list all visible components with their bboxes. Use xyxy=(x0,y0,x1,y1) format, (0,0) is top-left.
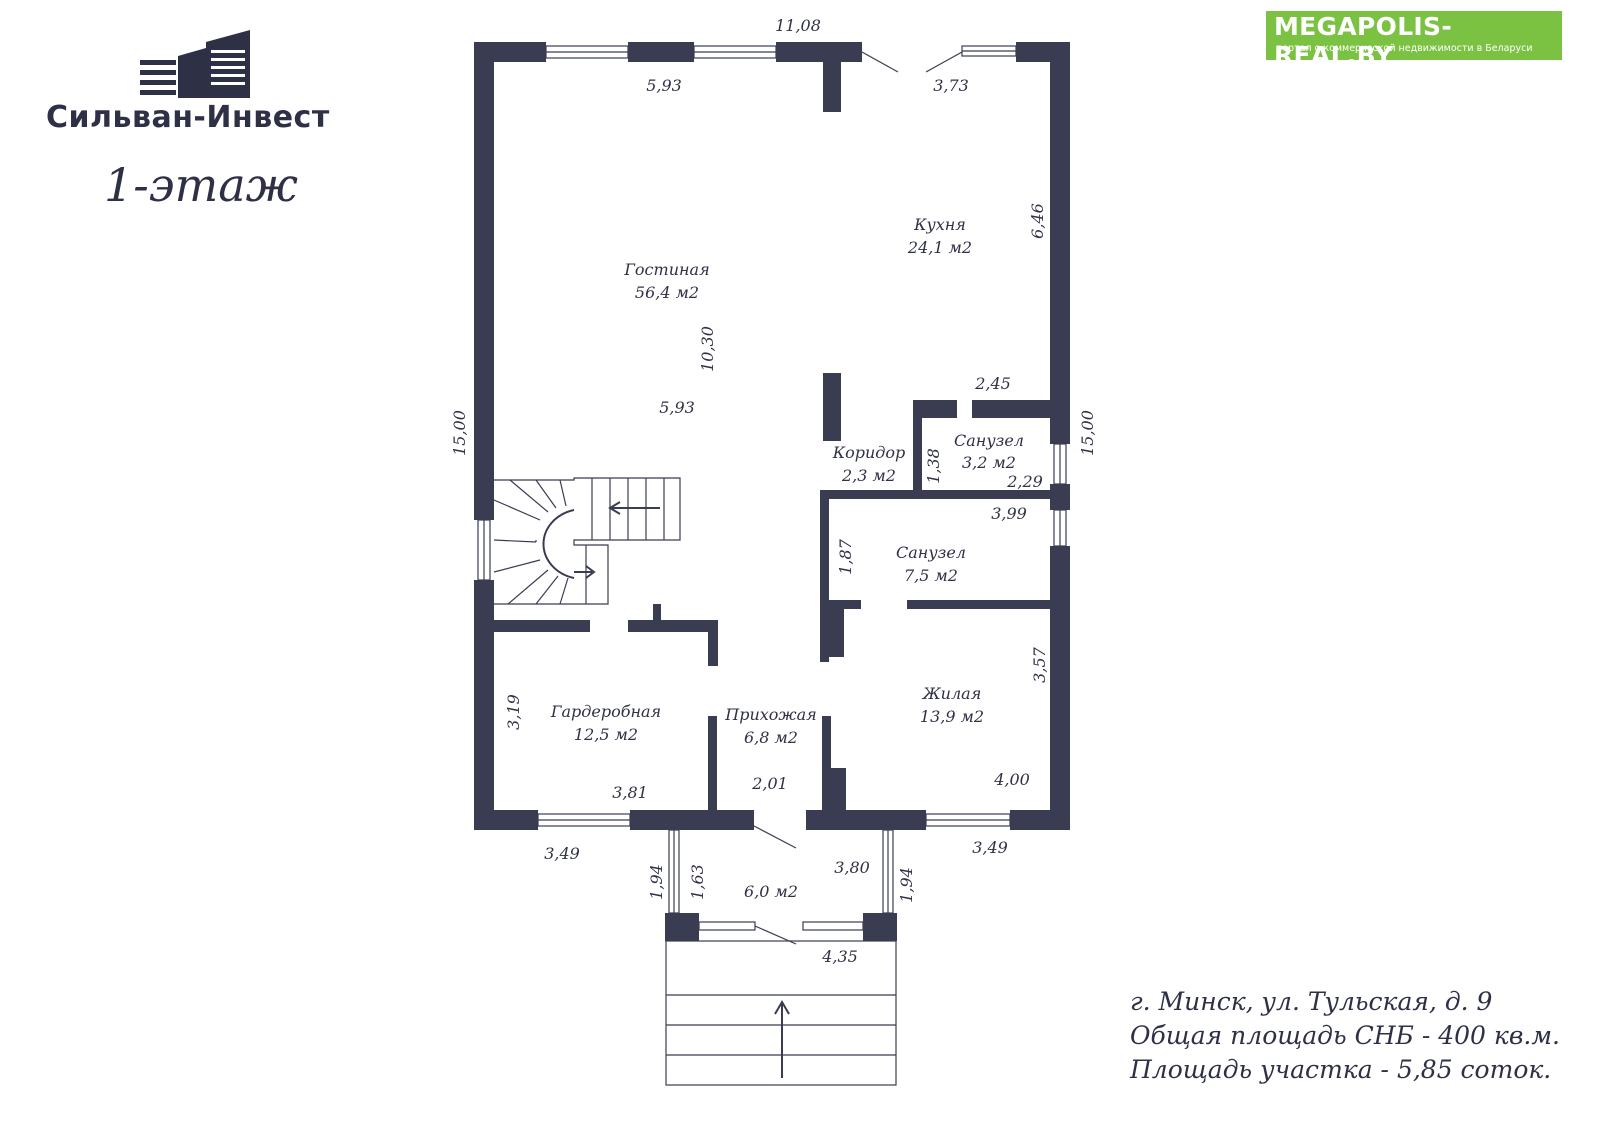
door-entrance-leaf xyxy=(753,825,797,849)
dimension-label: 1,87 xyxy=(836,538,855,574)
building-skyline-icon xyxy=(140,30,250,98)
dimension-label: 5,93 xyxy=(646,76,682,95)
wall-bedroom-stub xyxy=(822,609,844,657)
dimension-label: 6,46 xyxy=(1028,203,1047,239)
wall-bottom-right xyxy=(1010,810,1070,830)
room-hallway-area: 6,8 м2 xyxy=(744,728,798,747)
room-wardrobe-name: Гардеробная xyxy=(550,702,661,721)
wall-bottom-left xyxy=(474,810,538,830)
dimension-label: 10,30 xyxy=(698,326,717,372)
dimension-label: 1,38 xyxy=(924,448,943,484)
wall-corridor-bottom xyxy=(820,490,1052,499)
wall-right-lower xyxy=(1050,546,1070,830)
room-wc-small-name: Санузел xyxy=(954,431,1024,450)
dimension-label: 1,94 xyxy=(897,867,916,903)
company-name: Сильван-Инвест xyxy=(46,100,330,135)
wall-wc-left xyxy=(913,400,922,492)
windows xyxy=(477,45,1067,931)
dimension-label: 2,01 xyxy=(751,774,788,793)
room-bedroom-name: Жилая xyxy=(922,684,982,703)
porch-window-bottom-left xyxy=(698,921,756,931)
room-hallway-name: Прихожая xyxy=(724,705,816,724)
badge-title: MEGAPOLIS-REAL.BY xyxy=(1274,12,1453,70)
room-bedroom-area: 13,9 м2 xyxy=(920,707,984,726)
wall-bedroom-left xyxy=(822,716,831,816)
dimension-label: 5,93 xyxy=(659,398,695,417)
wall-wc-top-right xyxy=(972,400,1052,418)
wall-bath-bottom-right xyxy=(907,600,1052,609)
dimension-label: 15,00 xyxy=(450,410,469,456)
dimension-labels: 11,08 5,93 3,73 6,46 10,30 5,93 15,00 15… xyxy=(450,16,1097,966)
property-info: г. Минск, ул. Тульская, д. 9 Общая площа… xyxy=(1130,985,1560,1087)
room-corridor-area: 2,3 м2 xyxy=(841,466,896,485)
wall-bath-bottom-left xyxy=(829,600,861,609)
wall-wardrobe-top-right xyxy=(628,620,718,632)
dimension-label: 1,63 xyxy=(688,864,707,900)
staircase xyxy=(493,477,681,605)
dimension-label: 3,49 xyxy=(972,838,1008,857)
wall-bedroom-corner xyxy=(822,768,846,816)
dimension-label: 3,57 xyxy=(1030,646,1049,682)
address-line: г. Минск, ул. Тульская, д. 9 xyxy=(1130,987,1493,1016)
dimension-label: 3,49 xyxy=(544,844,580,863)
badge-subtitle: портал о коммерческой недвижимости в Бел… xyxy=(1276,43,1533,54)
doors xyxy=(753,51,963,945)
room-porch-area: 6,0 м2 xyxy=(744,882,798,901)
wall-left-upper xyxy=(474,42,494,520)
total-area-line: Общая площадь СНБ - 400 кв.м. xyxy=(1130,1021,1560,1050)
room-corridor-name: Коридор xyxy=(832,443,906,462)
wall-top-mid xyxy=(628,42,694,62)
wall-wardrobe-top-left xyxy=(494,620,590,632)
megapolis-badge[interactable]: MEGAPOLIS-REAL.BY портал о коммерческой … xyxy=(1266,11,1562,70)
plot-area-line: Площадь участка - 5,85 соток. xyxy=(1130,1055,1552,1084)
dimension-label: 3,19 xyxy=(504,694,523,730)
wall-hall-stub xyxy=(708,620,718,666)
room-bathroom-area: 7,5 м2 xyxy=(904,566,958,585)
dimension-label: 3,81 xyxy=(612,783,648,802)
dimension-label: 3,80 xyxy=(834,858,870,877)
dimension-label: 3,99 xyxy=(991,504,1027,523)
wall-wc-top-left xyxy=(913,400,957,418)
room-wardrobe-area: 12,5 м2 xyxy=(574,725,638,744)
floor-label: 1-этаж xyxy=(104,158,298,212)
dimension-label: 15,00 xyxy=(1078,410,1097,456)
dimension-label: 2,45 xyxy=(974,374,1011,393)
wall-bath-left xyxy=(820,490,829,662)
wall-kitchen-stub xyxy=(823,62,841,112)
wall-top-right-of-windows xyxy=(776,42,862,62)
room-kitchen-area: 24,1 м2 xyxy=(907,238,972,257)
porch-post-left xyxy=(665,913,699,941)
wall-living-divider xyxy=(823,373,841,441)
room-kitchen-name: Кухня xyxy=(913,215,966,234)
wall-bottom-entry-left xyxy=(630,810,754,830)
wall-left-lower xyxy=(474,580,494,830)
dimension-label: 4,35 xyxy=(821,947,858,966)
room-bathroom-name: Санузел xyxy=(896,543,966,562)
dimension-label: 1,94 xyxy=(647,864,666,900)
wall-wardrobe-right xyxy=(708,716,717,816)
room-wc-small-area: 3,2 м2 xyxy=(962,453,1016,472)
walls xyxy=(474,42,1070,941)
door-top-right-leaf xyxy=(925,51,963,73)
wall-right-mid xyxy=(1050,484,1070,510)
dimension-label: 11,08 xyxy=(775,16,821,35)
dimension-label: 4,00 xyxy=(993,770,1030,789)
dimension-label: 2,29 xyxy=(1006,472,1043,491)
room-living-name: Гостиная xyxy=(623,260,709,279)
wall-right-upper xyxy=(1050,42,1070,444)
porch-post-right xyxy=(863,913,897,941)
porch-window-bottom-right xyxy=(802,921,864,931)
dimension-label: 3,73 xyxy=(933,76,969,95)
room-labels: Гостиная 56,4 м2 Кухня 24,1 м2 Коридор 2… xyxy=(550,215,1024,901)
room-living-area: 56,4 м2 xyxy=(635,283,699,302)
porch-steps xyxy=(665,940,897,1086)
door-top-left-leaf xyxy=(861,51,899,73)
wall-stair-end xyxy=(653,604,661,624)
